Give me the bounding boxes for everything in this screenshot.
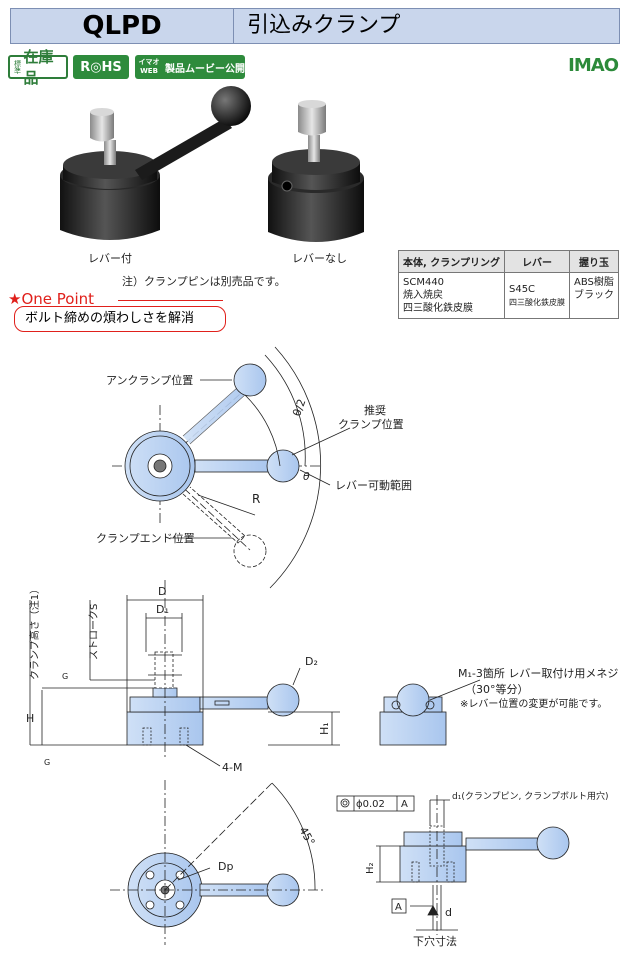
material-knob-cell: ABS樹脂 ブラック: [568, 272, 619, 319]
photo-without-lever: [268, 100, 364, 242]
material-knob-1: ABS樹脂: [573, 277, 614, 288]
label-d1-note: d₁(クランプピン, クランプボルト用穴): [452, 790, 609, 802]
label-45deg: 45°: [296, 825, 317, 848]
one-point-rule: [118, 300, 223, 301]
stock-badge-label: 在庫品: [23, 48, 54, 87]
caption-with-lever: レバー付: [88, 252, 132, 265]
web-badge-small-1: イマオ: [138, 58, 160, 66]
label-r: R: [252, 492, 260, 506]
material-table: 本体, クランプリング レバー 握り玉 SCM440 焼入焼戻 四三酸化鉄皮膜 …: [398, 250, 619, 319]
label-recommended-2: クランプ位置: [338, 417, 404, 431]
label-clamp-height: クランプ高さ（注1）: [28, 584, 41, 680]
material-lever-cell: S45C 四三酸化鉄皮膜: [503, 272, 570, 319]
label-g-top: G: [62, 672, 68, 681]
photo-with-lever: [60, 86, 251, 240]
label-4m: 4-M: [222, 761, 242, 774]
label-datum-ref: A: [401, 799, 408, 810]
top-view-drawing: [112, 346, 351, 589]
material-body-1: SCM440: [403, 277, 445, 288]
label-tolerance: ϕ0.02: [356, 799, 385, 810]
side-view-drawing: [29, 580, 340, 767]
label-range: レバー可動範囲: [335, 478, 412, 492]
caption-without-lever: レバーなし: [292, 252, 347, 265]
web-badge-small: イマオ WEB: [135, 58, 163, 76]
label-d1: D₁: [156, 603, 169, 616]
label-m1: M₁-3箇所 レバー取付け用メネジ: [458, 666, 618, 680]
material-body-cell: SCM440 焼入焼戻 四三酸化鉄皮膜: [398, 272, 505, 319]
label-lever-note: ※レバー位置の変更が可能です。: [460, 697, 607, 710]
label-clamp-end: クランプエンド位置: [96, 531, 195, 545]
pin-note: 注）クランプピンは別売品です。: [122, 275, 286, 288]
product-title: 引込みクランプ: [247, 13, 401, 38]
material-lever-2: 四三酸化鉄皮膜: [508, 297, 565, 307]
one-point-box: ボルト締めの煩わしさを解消: [14, 306, 226, 332]
page-header: QLPD 引込みクランプ: [10, 8, 620, 44]
material-header-knob: 握り玉: [568, 250, 619, 273]
web-badge-label: 製品ムービー公開: [165, 63, 245, 75]
material-body-2: 焼入焼戻: [403, 290, 443, 301]
one-point-heading: ★One Point: [8, 290, 95, 308]
label-dp: Dp: [218, 860, 233, 873]
material-header-lever: レバー: [503, 250, 570, 273]
product-code: QLPD: [82, 11, 162, 41]
web-badge-small-2: WEB: [140, 67, 158, 75]
label-pitch: （30°等分）: [465, 682, 529, 696]
label-d2: D₂: [305, 655, 318, 668]
label-d: D: [158, 585, 166, 598]
label-recommended-1: 推奨: [364, 403, 386, 417]
material-body-3: 四三酸化鉄皮膜: [403, 303, 473, 314]
web-movie-badge[interactable]: イマオ WEB 製品ムービー公開: [135, 55, 245, 79]
lever-mount-drawing: [379, 679, 481, 746]
imao-logo: IMAO: [568, 55, 619, 76]
label-datum-a: A: [395, 902, 402, 913]
rohs-badge: R◎HS: [73, 55, 129, 79]
stock-badge-small: 標準: [13, 60, 22, 74]
label-h2: H₂: [365, 862, 376, 874]
label-h: H: [26, 712, 34, 725]
material-lever-1: S45C: [508, 283, 536, 295]
label-d: d: [445, 906, 452, 919]
header-divider: [233, 9, 234, 43]
label-theta: θ: [303, 470, 310, 483]
hole-dimension-drawing: [336, 795, 570, 935]
label-stroke: ストロークS: [88, 604, 100, 660]
material-knob-2: ブラック: [573, 290, 614, 301]
material-header-body: 本体, クランプリング: [398, 250, 505, 273]
stock-badge: 標準 在庫品: [8, 48, 68, 87]
label-unclamp: アンクランプ位置: [106, 373, 193, 387]
label-h1: H₁: [318, 722, 331, 735]
bottom-view-drawing: [110, 780, 325, 945]
label-hole-caption: 下穴寸法: [413, 934, 457, 948]
label-g-bottom: G: [44, 758, 50, 767]
label-theta-half: θ/2: [290, 397, 308, 418]
